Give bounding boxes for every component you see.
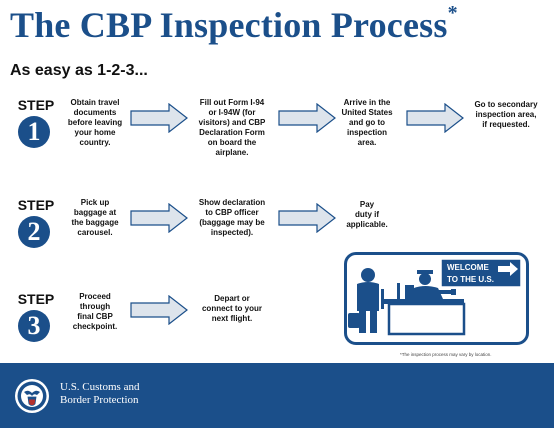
step-text-line: connect to your [201,304,262,313]
step-1-label: STEP [17,97,55,113]
page-title: The CBP Inspection Process* [10,2,458,46]
step-1-arrow-1 [130,103,188,133]
step-3-label: STEP [17,291,55,307]
step-text-line: area. [357,138,377,147]
step-text-line: if requested. [482,120,530,129]
step-text-line: Arrive in the [343,98,391,107]
title-text: The CBP Inspection Process [10,5,448,45]
officer-arm [437,290,453,294]
step-text-line: Depart or [214,294,250,303]
footer-bar [0,363,554,428]
step-text-line: inspection [346,128,387,137]
officer-body [414,286,443,299]
step-text-line: through [79,302,111,311]
step-2-arrow-2 [278,203,336,233]
booth-counter [384,299,464,304]
step-text-line: United States [341,108,393,117]
step-text-line: Declaration Form [199,128,265,137]
step-text-line: (baggage may be [199,218,265,227]
step-text-line: next flight. [211,314,253,323]
step-text-line: applicable. [346,220,388,229]
step-3-arrow-1 [130,295,188,325]
booth-post-left [381,289,384,309]
step-text-line: duty if [355,210,379,219]
step-text-line: before leaving [67,118,123,127]
step-text-line: Proceed [79,292,111,301]
step-3-number-badge: 3 [18,310,50,342]
step-text-line: Pay [359,200,375,209]
welcome-sign [440,258,522,288]
footnote: *The inspection process may vary by loca… [400,352,492,357]
title-asterisk: * [447,2,458,24]
computer-monitor-icon [405,285,414,299]
officer-head [419,273,431,285]
step-1-arrow-3 [406,103,464,133]
step-1-number-badge: 1 [18,116,50,148]
step-text-line: the baggage [71,218,119,227]
step-text-line: carousel. [77,228,113,237]
agency-name-line1: U.S. Customs and [60,381,140,393]
step-2-label: STEP [17,197,55,213]
step-text-line: or I-94W (for [208,108,256,117]
officer-cap-icon [417,270,433,274]
step-text-line: documents [73,108,117,117]
page-subtitle: As easy as 1-2-3... [10,62,148,79]
step-2-number-badge: 2 [18,216,50,248]
step-text-line: and go to [349,118,385,127]
traveler-leg-left [359,311,366,333]
step-2-arrow-1 [130,203,188,233]
officer-hand [451,289,456,295]
step-text-line: your home [74,128,116,137]
welcome-sign-line1: WELCOME [447,263,489,272]
right-arrow-icon [498,262,518,276]
step-text-line: checkpoint. [72,322,118,331]
step-text-line: visitors) and CBP [198,118,266,127]
booth-post-right [397,283,400,299]
step-text-line: Show declaration [198,198,266,207]
suitcase-icon [348,313,360,328]
step-text-line: to CBP officer [205,208,259,217]
step-text-line: inspected). [210,228,254,237]
booth-desk [387,302,466,336]
step-text-line: baggage at [73,208,117,217]
step-text-line: Obtain travel [70,98,120,107]
step-text-line: inspection area, [475,110,537,119]
inspection-scene-graphic: WELCOME TO THE U.S. [348,258,522,336]
step-text-line: country. [79,138,111,147]
inspection-booth-illustration: WELCOME TO THE U.S. [344,252,529,345]
traveler-body [357,282,379,311]
dhs-seal-icon [15,379,49,413]
step-text-line: airplane. [215,148,249,157]
traveler-head [361,268,375,282]
step-text-line: Go to secondary [474,100,538,109]
step-1-arrow-2 [278,103,336,133]
agency-name-line2: Border Protection [60,394,139,406]
step-text-line: final CBP [77,312,113,321]
step-text-line: on board the [207,138,257,147]
agency-name: U.S. Customs and Border Protection [60,381,139,407]
welcome-sign-line2: TO THE U.S. [447,275,494,284]
step-text-line: Fill out Form I-94 [199,98,265,107]
traveler-leg-right [370,311,377,333]
step-text-line: Pick up [80,198,110,207]
